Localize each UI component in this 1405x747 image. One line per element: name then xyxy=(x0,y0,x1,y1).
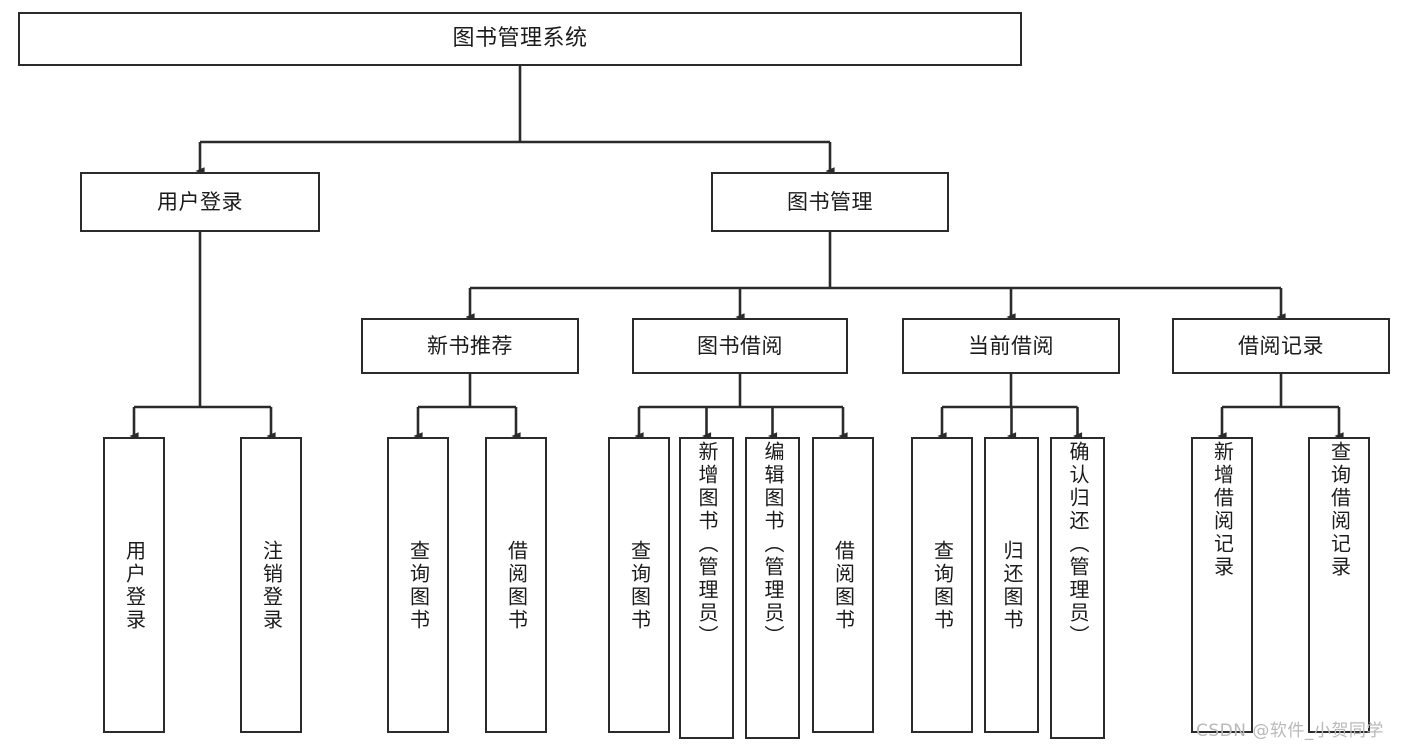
node-label-leaf13: 查询借阅记录 xyxy=(1327,441,1352,579)
node-borrow[interactable]: 图书借阅 xyxy=(632,318,848,374)
node-leaf7[interactable]: 编辑图书（管理员） xyxy=(745,437,800,739)
node-leaf8[interactable]: 借阅图书 xyxy=(812,437,874,733)
node-label-leaf6: 新增图书（管理员） xyxy=(695,441,719,648)
node-leaf3[interactable]: 查询图书 xyxy=(387,437,449,733)
node-leaf4[interactable]: 借阅图书 xyxy=(485,437,547,733)
node-label-leaf8: 借阅图书 xyxy=(831,540,856,632)
node-label-leaf5: 查询图书 xyxy=(627,540,652,632)
node-leaf12[interactable]: 新增借阅记录 xyxy=(1191,437,1253,733)
node-leaf2[interactable]: 注销登录 xyxy=(240,437,302,733)
node-label-current: 当前借阅 xyxy=(968,333,1054,358)
node-label-leaf7: 编辑图书（管理员） xyxy=(761,441,785,648)
node-label-leaf11: 确认归还（管理员） xyxy=(1066,441,1090,648)
watermark: CSDN @软件_小贺同学 xyxy=(1196,721,1384,741)
node-label-leaf9: 查询图书 xyxy=(930,540,955,632)
node-leaf1[interactable]: 用户登录 xyxy=(103,437,165,733)
node-bookmgmt[interactable]: 图书管理 xyxy=(711,172,949,232)
node-root[interactable]: 图书管理系统 xyxy=(18,12,1022,66)
node-label-login: 用户登录 xyxy=(157,189,243,214)
node-leaf5[interactable]: 查询图书 xyxy=(608,437,670,733)
node-login[interactable]: 用户登录 xyxy=(80,172,320,232)
node-label-leaf2: 注销登录 xyxy=(259,540,284,632)
node-label-bookmgmt: 图书管理 xyxy=(787,189,873,214)
node-label-record: 借阅记录 xyxy=(1238,333,1324,358)
node-label-newbook: 新书推荐 xyxy=(427,333,513,358)
node-leaf6[interactable]: 新增图书（管理员） xyxy=(679,437,734,739)
node-leaf13[interactable]: 查询借阅记录 xyxy=(1308,437,1370,733)
node-label-leaf4: 借阅图书 xyxy=(504,540,529,632)
node-label-leaf12: 新增借阅记录 xyxy=(1210,441,1235,579)
node-newbook[interactable]: 新书推荐 xyxy=(361,318,579,374)
node-leaf10[interactable]: 归还图书 xyxy=(984,437,1039,733)
node-record[interactable]: 借阅记录 xyxy=(1172,318,1390,374)
node-label-leaf10: 归还图书 xyxy=(1000,540,1024,632)
node-leaf11[interactable]: 确认归还（管理员） xyxy=(1050,437,1105,739)
node-current[interactable]: 当前借阅 xyxy=(902,318,1120,374)
node-label-root: 图书管理系统 xyxy=(452,26,588,52)
node-label-leaf1: 用户登录 xyxy=(122,540,147,632)
node-label-borrow: 图书借阅 xyxy=(697,333,783,358)
node-label-leaf3: 查询图书 xyxy=(406,540,431,632)
node-leaf9[interactable]: 查询图书 xyxy=(911,437,973,733)
